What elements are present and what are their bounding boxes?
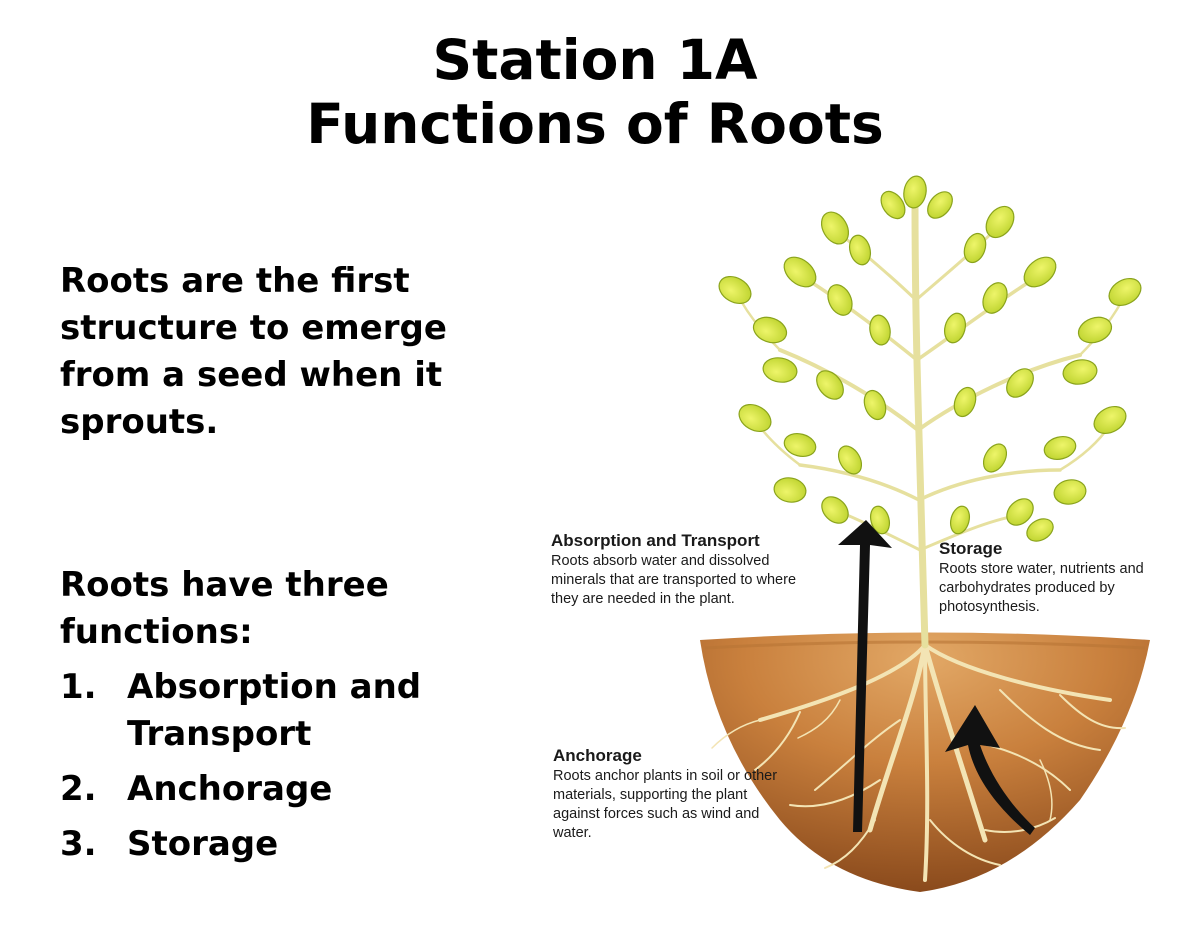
callout-text: Roots absorb water and dissolved mineral…: [551, 553, 797, 607]
storage-arrow: [945, 705, 1035, 835]
callout-title: Absorption and Transport: [551, 531, 760, 550]
list-item: 2. Anchorage: [60, 766, 520, 813]
list-item-number: 1.: [60, 667, 97, 707]
page-title: Station 1A Functions of Roots: [0, 28, 1190, 156]
callout-storage: Storage Roots store water, nutrients and…: [939, 538, 1199, 617]
leaves: [718, 175, 1142, 542]
list-item: 1. Absorption and Transport: [60, 664, 520, 758]
title-line-1: Station 1A: [432, 28, 758, 92]
callout-text: Roots store water, nutrients and carbohy…: [939, 561, 1144, 615]
callout-text: Roots anchor plants in soil or other mat…: [553, 768, 778, 841]
functions-list: 1. Absorption and Transport 2. Anchorage…: [60, 664, 520, 876]
plant-root-diagram: [700, 175, 1150, 892]
list-item: 3. Storage: [60, 821, 520, 868]
list-item-number: 2.: [60, 769, 97, 809]
intro-text: Roots are the first structure to emerge …: [60, 261, 447, 442]
absorption-arrow: [838, 520, 892, 832]
callout-title: Anchorage: [553, 746, 642, 765]
list-item-label: Absorption and Transport: [127, 667, 422, 754]
callout-anchorage: Anchorage Roots anchor plants in soil or…: [553, 745, 793, 843]
list-item-number: 3.: [60, 824, 97, 864]
functions-heading: Roots have three functions:: [60, 565, 389, 652]
title-line-2: Functions of Roots: [306, 92, 884, 156]
callout-absorption: Absorption and Transport Roots absorb wa…: [551, 530, 821, 609]
list-item-label: Storage: [127, 824, 279, 864]
list-item-label: Anchorage: [127, 769, 333, 809]
callout-title: Storage: [939, 539, 1003, 558]
